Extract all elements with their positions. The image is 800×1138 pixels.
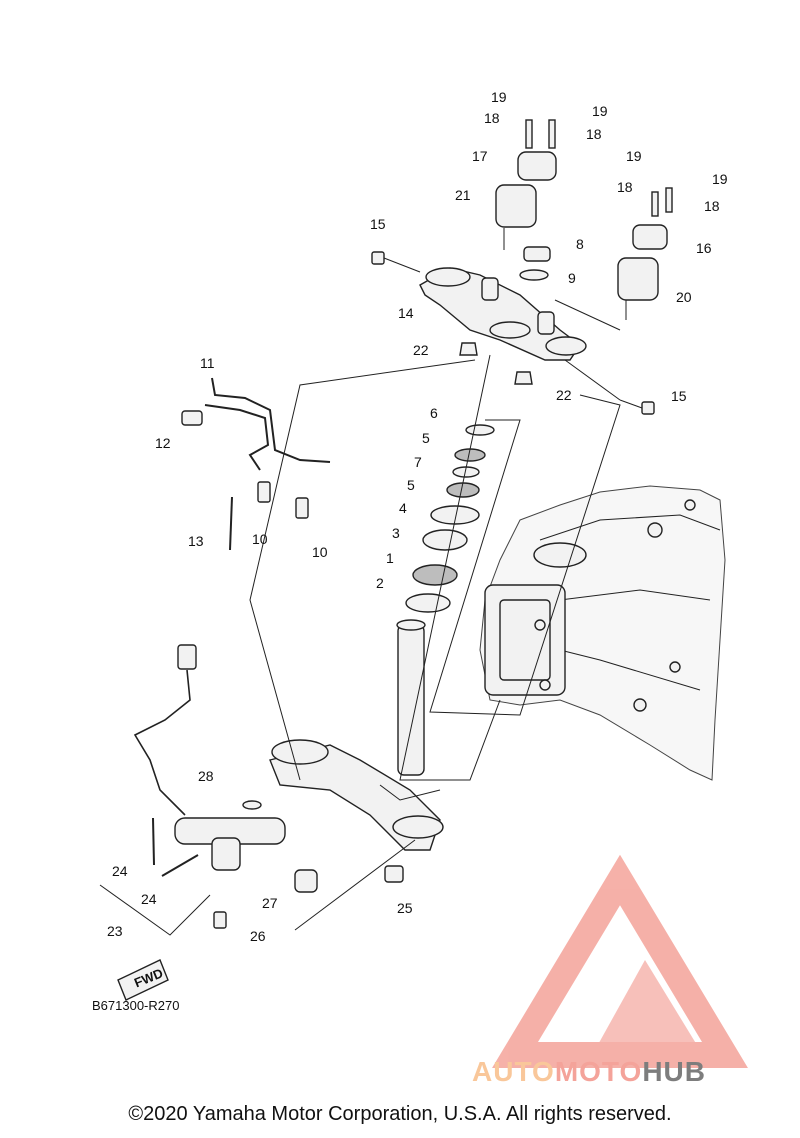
callout: 5 xyxy=(422,430,430,446)
callout: 11 xyxy=(200,355,215,371)
watermark-part2: MOTO xyxy=(554,1056,643,1087)
watermark-wordmark: AUTOMOTOHUB xyxy=(472,1056,706,1088)
callout: 28 xyxy=(198,768,214,784)
callout: 6 xyxy=(430,405,438,421)
callout: 15 xyxy=(370,216,386,232)
watermark-part1: AUTO xyxy=(472,1056,555,1087)
wire-bracket xyxy=(181,377,331,551)
callout: 5 xyxy=(407,477,415,493)
callout: 24 xyxy=(141,891,157,907)
callout: 18 xyxy=(586,126,602,142)
callout: 19 xyxy=(592,103,608,119)
copyright-notice: ©2020 Yamaha Motor Corporation, U.S.A. A… xyxy=(128,1103,672,1125)
callout: 25 xyxy=(397,900,413,916)
callout: 18 xyxy=(704,198,720,214)
callout: 26 xyxy=(250,928,266,944)
callout: 2 xyxy=(376,575,384,591)
callout: 22 xyxy=(413,342,429,358)
callout: 18 xyxy=(617,179,633,195)
callout: 19 xyxy=(626,148,642,164)
callout: 27 xyxy=(262,895,278,911)
callout: 10 xyxy=(312,544,328,560)
watermark-part3: HUB xyxy=(642,1056,706,1087)
callout: 23 xyxy=(107,923,123,939)
upper-bracket xyxy=(371,251,655,415)
callout: 1 xyxy=(386,550,394,566)
callout: 19 xyxy=(712,171,728,187)
callout: 4 xyxy=(399,500,407,516)
callout: 10 xyxy=(252,531,268,547)
callout: 18 xyxy=(484,110,500,126)
callout-labels: 19 19 18 18 17 21 8 9 19 19 18 18 16 20 … xyxy=(92,89,728,1013)
steering-damper xyxy=(117,644,404,1001)
callout: 9 xyxy=(568,270,576,286)
callout: 22 xyxy=(556,387,572,403)
callout: 13 xyxy=(188,533,204,549)
callout: 16 xyxy=(696,240,712,256)
leader-lines xyxy=(99,299,621,936)
callout: 15 xyxy=(671,388,687,404)
diagram-code: B671300-R270 xyxy=(92,998,179,1013)
callout: 12 xyxy=(155,435,171,451)
under-bracket xyxy=(269,619,444,851)
frame-drawing xyxy=(479,485,726,781)
callout: 7 xyxy=(414,454,422,470)
handlebar-holders xyxy=(495,119,673,320)
callout: 8 xyxy=(576,236,584,252)
bearings xyxy=(405,424,495,613)
watermark-logo xyxy=(492,854,748,1068)
callout: 24 xyxy=(112,863,128,879)
callout: 20 xyxy=(676,289,692,305)
callout: 17 xyxy=(472,148,488,164)
callout: 19 xyxy=(491,89,507,105)
callout: 21 xyxy=(455,187,471,203)
callout: 3 xyxy=(392,525,400,541)
callout: 14 xyxy=(398,305,414,321)
